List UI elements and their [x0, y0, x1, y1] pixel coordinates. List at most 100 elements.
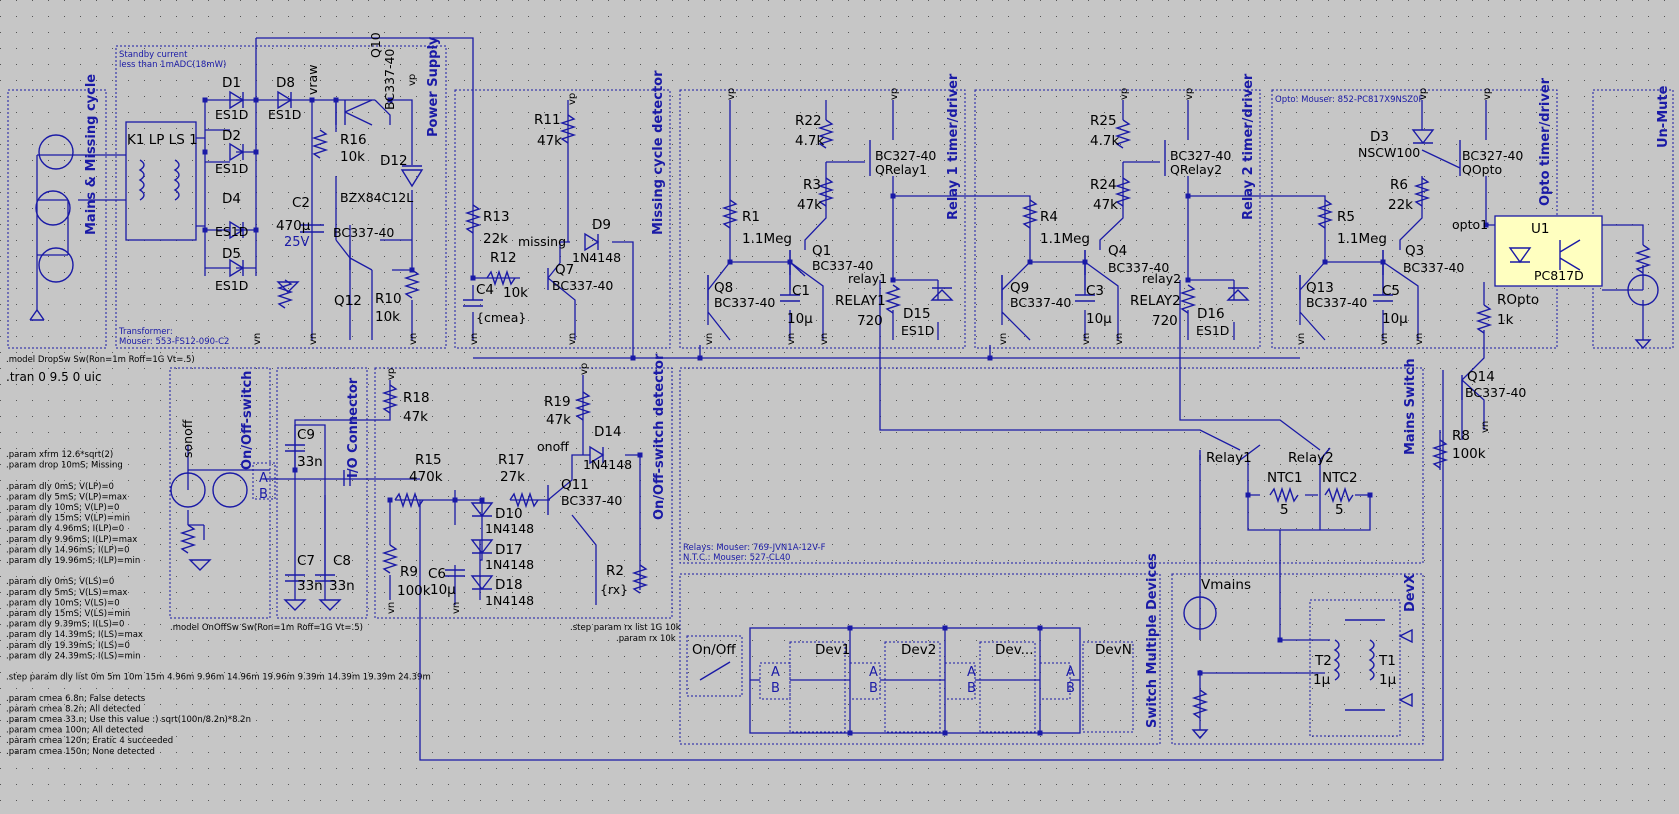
svg-text:ES1D: ES1D — [1196, 323, 1229, 338]
title-onoffdet: On/Off-switch detector — [652, 353, 667, 520]
directive-line: .param dly 15mS; V(LP)=min — [6, 514, 130, 524]
svg-text:5: 5 — [1280, 502, 1289, 518]
svg-text:opto1: opto1 — [1452, 217, 1488, 232]
svg-text:10k: 10k — [340, 149, 365, 165]
directive-line: .param cmea 120n; Eratic 4 succeeded — [6, 736, 173, 746]
directive-line: .param dly 9.96mS; I(LP)=max — [6, 535, 137, 545]
svg-text:R12: R12 — [490, 250, 517, 266]
junction-dot — [253, 97, 259, 103]
svg-text:A: A — [1066, 665, 1075, 680]
svg-text:Q1: Q1 — [812, 243, 831, 259]
title-missing: Missing cycle detector — [651, 70, 666, 235]
svg-text:C6: C6 — [428, 566, 446, 582]
rail-label-vn: vn — [1414, 333, 1425, 345]
rail-label-vn: vn — [252, 333, 263, 345]
svg-text:vp: vp — [407, 74, 418, 86]
directive-line: .step param dly list 0m 5m 10m 15m 4.96m… — [6, 673, 431, 683]
junction-dot — [387, 97, 393, 103]
svg-text:U1: U1 — [1531, 221, 1549, 237]
svg-text:D18: D18 — [495, 577, 523, 593]
junction-dot — [890, 193, 896, 199]
junction-dot — [253, 149, 259, 155]
svg-text:1µ: 1µ — [1313, 672, 1331, 688]
rail-label-vn: vn — [1114, 333, 1125, 345]
svg-text:1N4148: 1N4148 — [583, 457, 632, 472]
svg-text:C3: C3 — [1086, 283, 1104, 299]
svg-text:R22: R22 — [795, 113, 822, 129]
rail-label-vn: vn — [451, 602, 462, 614]
svg-text:A: A — [869, 665, 878, 680]
svg-text:100k: 100k — [397, 583, 431, 599]
svg-text:R15: R15 — [415, 452, 442, 468]
junction-dot — [1367, 492, 1373, 498]
svg-text:1.1Meg: 1.1Meg — [742, 231, 792, 247]
source-v2 — [35, 190, 71, 226]
svg-text:A: A — [967, 665, 976, 680]
svg-text:10µ: 10µ — [1086, 311, 1112, 327]
junction-dot — [630, 355, 636, 361]
svg-text:720: 720 — [857, 313, 883, 329]
svg-text:4.7k: 4.7k — [1090, 133, 1119, 149]
junction-dot — [292, 467, 298, 473]
svg-text:5: 5 — [1335, 502, 1344, 518]
svg-text:Relay1: Relay1 — [1206, 450, 1252, 466]
svg-text:.model DropSw Sw(Ron=1m Roff=1: .model DropSw Sw(Ron=1m Roff=1G Vt=.5) — [6, 355, 195, 365]
svg-text:vraw: vraw — [305, 65, 320, 95]
rail-label-vn: vn — [1081, 333, 1092, 345]
svg-text:B: B — [869, 681, 878, 696]
svg-text:D2: D2 — [222, 128, 241, 144]
junction-dot — [890, 277, 896, 283]
svg-text:D10: D10 — [495, 506, 523, 522]
svg-text:ES1D: ES1D — [268, 107, 301, 122]
junction-dot — [387, 497, 393, 503]
svg-text:T1: T1 — [1378, 653, 1396, 669]
directive-line: .param dly 5mS; V(LS)=max — [6, 588, 127, 598]
svg-text:10µ: 10µ — [787, 311, 813, 327]
svg-text:D8: D8 — [276, 75, 295, 91]
title-io: I/O Connector — [346, 377, 361, 478]
junction-dot — [1322, 259, 1328, 265]
svg-text:4.7k: 4.7k — [795, 133, 824, 149]
rail-label-vn: vn — [1480, 421, 1491, 433]
svg-text:47k: 47k — [403, 409, 428, 425]
svg-text:Dev1: Dev1 — [815, 642, 850, 658]
svg-text:DevN: DevN — [1095, 642, 1132, 658]
junction-dot — [1185, 277, 1191, 283]
rail-label-vn: vn — [819, 333, 830, 345]
svg-text:C5: C5 — [1382, 283, 1400, 299]
svg-text:470k: 470k — [409, 469, 443, 485]
svg-text:BC337-40: BC337-40 — [561, 493, 622, 508]
svg-text:D9: D9 — [592, 217, 611, 233]
directive-line: .param dly 5mS; V(LP)=max — [6, 492, 127, 502]
junction-dot — [202, 227, 208, 233]
svg-text:B: B — [967, 681, 976, 696]
svg-text:1N4148: 1N4148 — [485, 593, 534, 608]
svg-text:D12: D12 — [380, 153, 408, 169]
svg-text:QRelay2: QRelay2 — [1170, 162, 1222, 177]
svg-text:1k: 1k — [1497, 312, 1514, 328]
section-boxes — [7, 45, 1674, 745]
svg-text:1.1Meg: 1.1Meg — [1337, 231, 1387, 247]
directive-line: .param cmea 150n; None detected — [6, 747, 155, 757]
junction-dot — [987, 355, 993, 361]
directive-line: .param dly 4.96mS; I(LP)=0 — [6, 524, 124, 534]
title-relay2: Relay 2 timer/driver — [1241, 73, 1256, 220]
rail-label-vp: vp — [1482, 88, 1493, 100]
component-labels: K1 LP LS 1 D1 D2 D4 D5 ES1D ES1D ES1D ES… — [127, 32, 1584, 696]
junction-dot — [637, 452, 643, 458]
junction-dot — [452, 497, 458, 503]
svg-text:R11: R11 — [534, 112, 561, 128]
svg-text:47k: 47k — [1093, 197, 1118, 213]
svg-text:Dev...: Dev... — [995, 642, 1034, 658]
title-mainsw: Mains Switch — [1403, 358, 1418, 455]
title-multi: Switch Multiple Devices — [1145, 553, 1160, 728]
svg-text:1.1Meg: 1.1Meg — [1040, 231, 1090, 247]
svg-text:47k: 47k — [546, 412, 571, 428]
svg-text:vp: vp — [567, 93, 578, 105]
svg-text:33n: 33n — [297, 578, 323, 594]
svg-text:BZX84C12L: BZX84C12L — [340, 190, 413, 205]
svg-text:On/Off: On/Off — [692, 642, 736, 658]
svg-text:less than 1mADC(18mW): less than 1mADC(18mW) — [119, 60, 226, 70]
svg-text:1µ: 1µ — [1379, 672, 1397, 688]
